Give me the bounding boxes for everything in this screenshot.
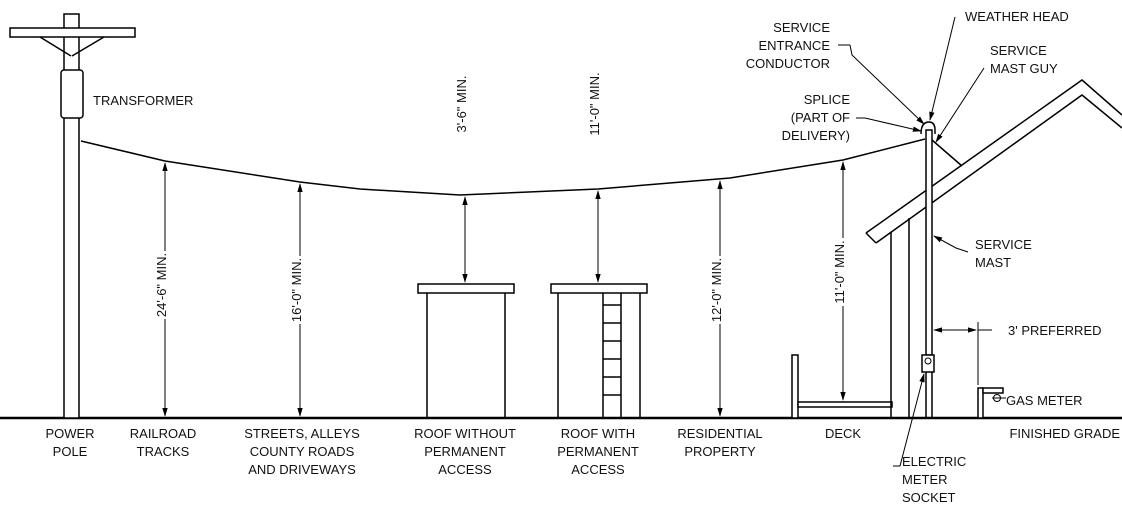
service-entrance-label-3: CONDUCTOR bbox=[746, 56, 830, 71]
streets-label-3: AND DRIVEWAYS bbox=[248, 462, 356, 477]
preferred-distance-label: 3' PREFERRED bbox=[1008, 323, 1102, 338]
residential-label-2: PROPERTY bbox=[684, 444, 756, 459]
mast-guy-leader bbox=[935, 67, 985, 143]
service-mast bbox=[920, 121, 963, 418]
roof-no-access-clearance-label: 3'-6" MIN. bbox=[454, 76, 469, 133]
splice-label-3: DELIVERY) bbox=[782, 128, 850, 143]
meter-socket-label-2: METER bbox=[902, 472, 948, 487]
roof-with-label-1: ROOF WITH bbox=[561, 426, 635, 441]
weather-head-leader bbox=[929, 16, 956, 121]
service-mast-guy bbox=[931, 139, 963, 167]
power-pole-label-2: POLE bbox=[53, 444, 88, 459]
splice-label-1: SPLICE bbox=[804, 92, 851, 107]
railroad-clearance-label: 24'-6" MIN. bbox=[154, 253, 169, 317]
transformer bbox=[60, 69, 84, 119]
splice-label-2: (PART OF bbox=[791, 110, 850, 125]
service-mast-guy-label-1: SERVICE bbox=[990, 43, 1047, 58]
gas-meter-label: GAS METER bbox=[1006, 393, 1083, 408]
service-mast-guy-label-2: MAST GUY bbox=[990, 61, 1058, 76]
service-entrance-leader-2 bbox=[849, 44, 925, 125]
meter-socket-label-3: SOCKET bbox=[902, 490, 956, 505]
finished-grade-label: FINISHED GRADE bbox=[1009, 426, 1120, 441]
residential-label-1: RESIDENTIAL bbox=[677, 426, 762, 441]
weather-head-label: WEATHER HEAD bbox=[965, 9, 1069, 24]
meter-socket-label-1: ELECTRIC bbox=[902, 454, 966, 469]
streets-clearance-label: 16'-0" MIN. bbox=[289, 258, 304, 322]
deck-label: DECK bbox=[825, 426, 861, 441]
roof-without-label-2: PERMANENT bbox=[424, 444, 506, 459]
service-mast-label-1: SERVICE bbox=[975, 237, 1032, 252]
roof-with-label-3: ACCESS bbox=[571, 462, 625, 477]
splice-leader bbox=[856, 117, 922, 132]
residential-clearance-label: 12'-0" MIN. bbox=[709, 258, 724, 322]
service-mast-leader bbox=[933, 235, 969, 253]
roof-without-access bbox=[417, 283, 515, 418]
roof-with-access bbox=[550, 283, 648, 418]
streets-label-1: STREETS, ALLEYS bbox=[244, 426, 360, 441]
preferred-distance-dimension bbox=[933, 322, 992, 385]
service-entrance-label-1: SERVICE bbox=[773, 20, 830, 35]
roof-with-label-2: PERMANENT bbox=[557, 444, 639, 459]
roof-access-clearance-label: 11'-0" MIN. bbox=[587, 72, 602, 135]
transformer-label: TRANSFORMER bbox=[93, 93, 193, 108]
railroad-label-1: RAILROAD bbox=[130, 426, 196, 441]
meter-socket-leader bbox=[893, 373, 925, 467]
roof-without-label-3: ACCESS bbox=[438, 462, 492, 477]
railroad-label-2: TRACKS bbox=[137, 444, 190, 459]
house bbox=[865, 79, 1122, 418]
deck bbox=[791, 354, 893, 419]
service-mast-label-2: MAST bbox=[975, 255, 1011, 270]
service-entrance-label-2: ENTRANCE bbox=[758, 38, 830, 53]
roof-without-label-1: ROOF WITHOUT bbox=[414, 426, 516, 441]
power-pole-label-1: POWER bbox=[45, 426, 94, 441]
service-drop-conductor bbox=[80, 138, 926, 196]
deck-clearance-label: 11'-0" MIN. bbox=[832, 240, 847, 303]
power-pole bbox=[9, 13, 136, 419]
gas-meter bbox=[977, 387, 1004, 419]
streets-label-2: COUNTY ROADS bbox=[250, 444, 355, 459]
